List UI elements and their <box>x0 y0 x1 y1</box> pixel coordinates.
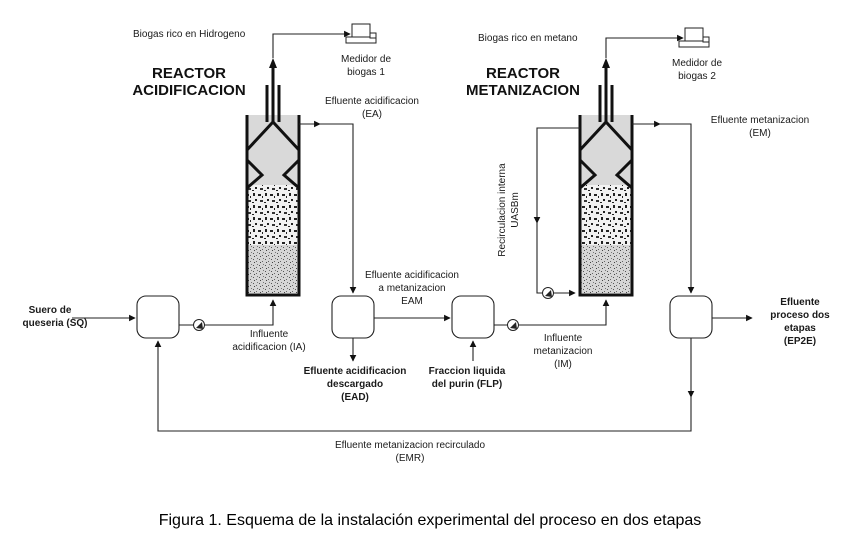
label-im-code: (IM) <box>554 359 572 370</box>
label-em: Efluente metanizacion <box>711 115 809 126</box>
label-eam: Efluente acidificacion <box>365 270 459 281</box>
label-ea: Efluente acidificacion <box>325 96 419 107</box>
label-eam-sub: a metanizacion <box>378 283 445 294</box>
label-ead-sub: descargado <box>327 379 383 390</box>
label-ia: Influente <box>250 329 289 340</box>
label-biogas-h2: Biogas rico en Hidrogeno <box>133 29 246 40</box>
gas-meter-2 <box>605 27 710 58</box>
pump-recirculation <box>542 287 554 299</box>
reactor-metanizacion <box>578 58 634 297</box>
label-ep2e: Efluente <box>780 297 820 308</box>
tank-ep2e <box>669 295 713 339</box>
gas-meter-1 <box>272 23 377 58</box>
flow-im <box>494 300 606 326</box>
flow-ia <box>179 300 273 326</box>
label-im-sub: metanizacion <box>534 346 593 357</box>
label-meter1-sub: biogas 1 <box>347 67 385 78</box>
label-recirculation: Recirculacion interna <box>497 163 508 257</box>
reactor-acidificacion <box>245 58 301 297</box>
label-em-sub: (EM) <box>749 128 771 139</box>
label-ep2e-sub2: etapas <box>784 323 816 334</box>
label-ep2e-sub: proceso dos <box>770 310 830 321</box>
pump-im <box>507 319 519 331</box>
label-reactor1: REACTOR <box>152 65 226 82</box>
tank-flp <box>451 295 495 339</box>
tank-sq <box>136 295 180 339</box>
tank-eam <box>331 295 375 339</box>
label-eam-code: EAM <box>401 296 423 307</box>
label-biogas-ch4: Biogas rico en metano <box>478 33 578 44</box>
label-reactor1-sub: ACIDIFICACION <box>132 82 245 99</box>
label-reactor2-sub: METANIZACION <box>466 82 580 99</box>
label-flp: Fraccion liquida <box>429 366 506 377</box>
label-ea-sub: (EA) <box>362 109 382 120</box>
label-meter2: Medidor de <box>672 58 722 69</box>
pump-ia <box>193 319 205 331</box>
label-sq-sub: queseria (SQ) <box>22 318 87 329</box>
label-flp-sub: del purin (FLP) <box>432 379 503 390</box>
label-reactor2: REACTOR <box>486 65 560 82</box>
label-emr-code: (EMR) <box>396 453 425 464</box>
label-ia-sub: acidificacion (IA) <box>232 342 305 353</box>
label-recirculation-sub: UASBm <box>510 192 521 228</box>
label-ead: Efluente acidificacion <box>304 366 407 377</box>
flow-recirculation <box>533 127 580 224</box>
label-emr: Efluente metanizacion recirculado <box>335 440 486 451</box>
label-im: Influente <box>544 333 583 344</box>
label-meter1: Medidor de <box>341 54 391 65</box>
label-meter2-sub: biogas 2 <box>678 71 716 82</box>
label-sq: Suero de <box>29 305 72 316</box>
figure-caption: Figura 1. Esquema de la instalación expe… <box>159 512 702 529</box>
label-ep2e-code: (EP2E) <box>784 336 816 347</box>
label-ead-code: (EAD) <box>341 392 369 403</box>
